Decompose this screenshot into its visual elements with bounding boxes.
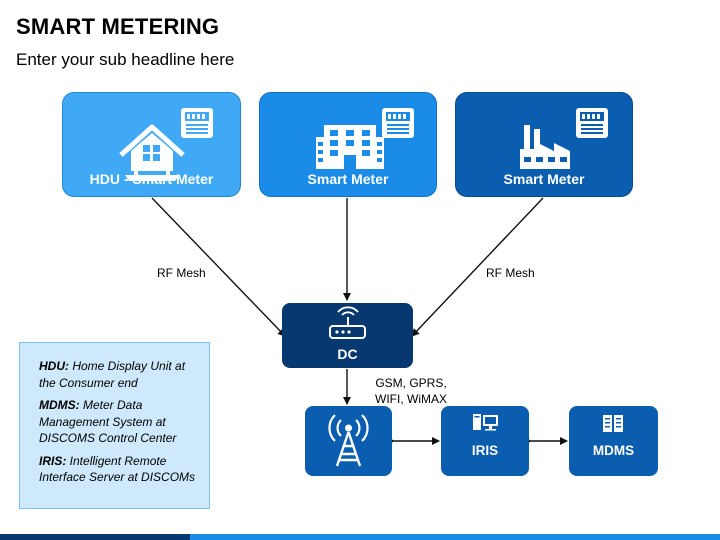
industrial-meter-label: Smart Meter [503, 171, 585, 187]
hdu-label: HDU - Smart Meter [89, 171, 214, 187]
smart-meter-label: Smart Meter [307, 171, 389, 187]
antenna-tower-icon [328, 414, 369, 467]
industrial-smart-meter-box: Smart Meter [455, 92, 633, 197]
mdms-label: MDMS [592, 443, 635, 458]
gsm-label-line1: GSM, GPRS, [375, 376, 447, 390]
iris-box: IRIS [441, 406, 529, 476]
antenna-tower-box [305, 406, 392, 476]
rf-mesh-label-left: RF Mesh [157, 266, 206, 280]
arrow-ind-to-dc [411, 197, 544, 337]
gsm-label: GSM, GPRS, WIFI, WiMAX [375, 375, 447, 407]
dc-box: DC [282, 303, 413, 368]
meter-icon [576, 108, 608, 138]
legend-item-hdu: HDU: Home Display Unit at the Consumer e… [39, 359, 186, 390]
iris-label: IRIS [471, 443, 499, 458]
smart-meter-box: Smart Meter [259, 92, 437, 197]
meter-icon [382, 108, 414, 138]
bottom-accent-bar [0, 534, 720, 540]
legend-box: HDU: Home Display Unit at the Consumer e… [19, 342, 210, 509]
factory-icon [520, 125, 570, 169]
hdu-smart-meter-box: HDU - Smart Meter [62, 92, 241, 197]
legend-item-mdms: MDMS: Meter Data Management System at DI… [39, 398, 177, 445]
server-icon [603, 415, 623, 432]
router-icon [329, 306, 366, 339]
computer-icon [473, 414, 498, 431]
dc-label: DC [337, 346, 358, 362]
legend-item-iris: IRIS: Intelligent Remote Interface Serve… [39, 453, 196, 485]
building-icon [316, 125, 384, 169]
rf-mesh-label-right: RF Mesh [486, 266, 535, 280]
arrow-hdu-to-dc [151, 197, 286, 337]
gsm-label-line2: WIFI, WiMAX [375, 392, 447, 406]
page-subtitle: Enter your sub headline here [16, 50, 235, 69]
meter-icon [181, 108, 213, 138]
page-title: SMART METERING [16, 14, 220, 39]
house-icon [119, 124, 185, 181]
mdms-box: MDMS [569, 406, 658, 476]
